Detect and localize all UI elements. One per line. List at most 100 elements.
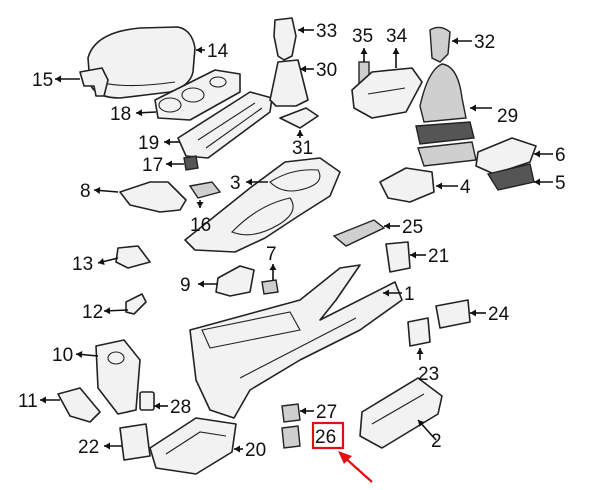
part-25-panel [332,219,386,247]
part-26-plug [281,425,301,449]
callout-label-18: 18 [110,104,131,125]
leader-arrowhead-17 [166,160,172,168]
callout-label-35: 35 [352,26,373,47]
callout-leaders [40,26,553,453]
callout-label-17: 17 [142,155,163,176]
leader-arrowhead-28 [154,402,160,410]
callout-label-7: 7 [266,244,277,265]
callout-label-29: 29 [497,106,518,127]
leader-arrowhead-25 [384,222,390,230]
callout-label-11: 11 [18,391,38,412]
leader-arrowhead-34 [392,48,400,54]
part-19-tray [177,91,273,159]
callout-label-8: 8 [80,181,91,202]
highlight-arrow [342,455,373,483]
callout-label-22: 22 [78,437,99,458]
callout-label-32: 32 [474,32,495,53]
leader-arrowhead-32 [452,37,458,45]
leader-arrowhead-4 [436,182,442,190]
part-27-bumper [281,403,301,423]
callout-label-4: 4 [460,177,471,198]
part-34-shifter-housing [351,67,423,119]
leader-arrowhead-33 [298,26,304,34]
callout-label-20: 20 [245,440,266,461]
leader-arrowhead-22 [104,442,110,450]
callout-label-16: 16 [190,215,211,236]
part-6-bin [475,137,537,175]
part-31-bezel [279,107,319,129]
part-12-clip [125,293,147,315]
leader-arrowhead-18 [136,109,143,117]
callout-label-13: 13 [72,254,93,275]
part-13-clip [115,245,151,269]
callout-label-21: 21 [428,246,449,267]
part-24-switch [435,299,471,329]
part-17-clip [183,155,199,171]
leader-arrowhead-8 [94,187,101,194]
callout-label-23: 23 [418,364,439,385]
callout-label-14: 14 [207,41,229,62]
callout-label-3: 3 [230,173,241,194]
callout-label-9: 9 [180,275,191,296]
leader-arrowhead-15 [55,75,61,83]
leader-arrowhead-20 [234,445,240,453]
leader-arrowhead-2 [418,420,425,427]
callout-label-33: 33 [316,21,337,42]
leader-arrowhead-3 [246,178,252,186]
highlight-arrowhead [338,451,352,464]
leader-arrowhead-5 [534,178,540,186]
leader-arrowhead-9 [198,280,204,288]
part-30-shift-boot [269,59,309,107]
callout-label-26: 26 [315,427,336,448]
part-16-switch [188,181,222,199]
part-11-tray [57,387,101,423]
callout-label-1: 1 [404,284,415,305]
part-2-side-panel [359,377,443,449]
leader-arrowhead-6 [534,150,540,158]
part-20-bin [149,417,237,475]
callout-label-24: 24 [488,304,510,325]
part-7-clip [261,279,279,295]
highlight-box [311,421,345,450]
callout-label-12: 12 [82,302,103,323]
callout-label-5: 5 [555,173,566,194]
leader-arrowhead-7 [269,264,277,270]
part-18-cupholder [154,69,241,121]
callout-label-6: 6 [555,145,566,166]
leader-arrowhead-30 [300,65,306,73]
callout-label-31: 31 [292,138,313,159]
part-3-console-trim [184,157,341,253]
leader-arrowhead-21 [410,251,416,259]
callout-label-27: 27 [316,402,337,423]
callout-label-34: 34 [386,26,408,47]
part-4-bezel [379,167,435,203]
leader-arrowhead-27 [300,407,306,415]
part-14-armrest-lid [87,26,196,99]
leader-arrowhead-1 [383,289,389,297]
callout-label-19: 19 [138,133,159,154]
callout-label-10: 10 [52,345,73,366]
part-22-switch [119,423,151,461]
part-9-cover [215,265,255,297]
part-29-boot-assembly [415,63,477,167]
callout-label-15: 15 [32,70,53,91]
leader-arrowhead-12 [104,307,111,315]
part-8-bracket [119,181,187,213]
leader-arrowhead-11 [40,396,46,404]
callout-label-28: 28 [170,397,191,418]
leader-arrowhead-35 [360,48,368,54]
part-21-switch [385,241,411,273]
leader-arrowhead-10 [76,351,83,359]
callout-label-30: 30 [316,60,337,81]
part-1-center-console [189,264,403,419]
leader-arrowhead-19 [164,138,170,146]
callout-label-2: 2 [431,431,442,452]
leader-arrowhead-29 [470,104,476,112]
leader-arrowhead-23 [416,348,424,354]
part-33-shift-knob [273,17,297,61]
leader-arrowhead-14 [196,46,202,54]
part-23-switch [407,317,431,347]
leader-arrowhead-31 [296,130,304,136]
part-28-cap [139,391,155,411]
